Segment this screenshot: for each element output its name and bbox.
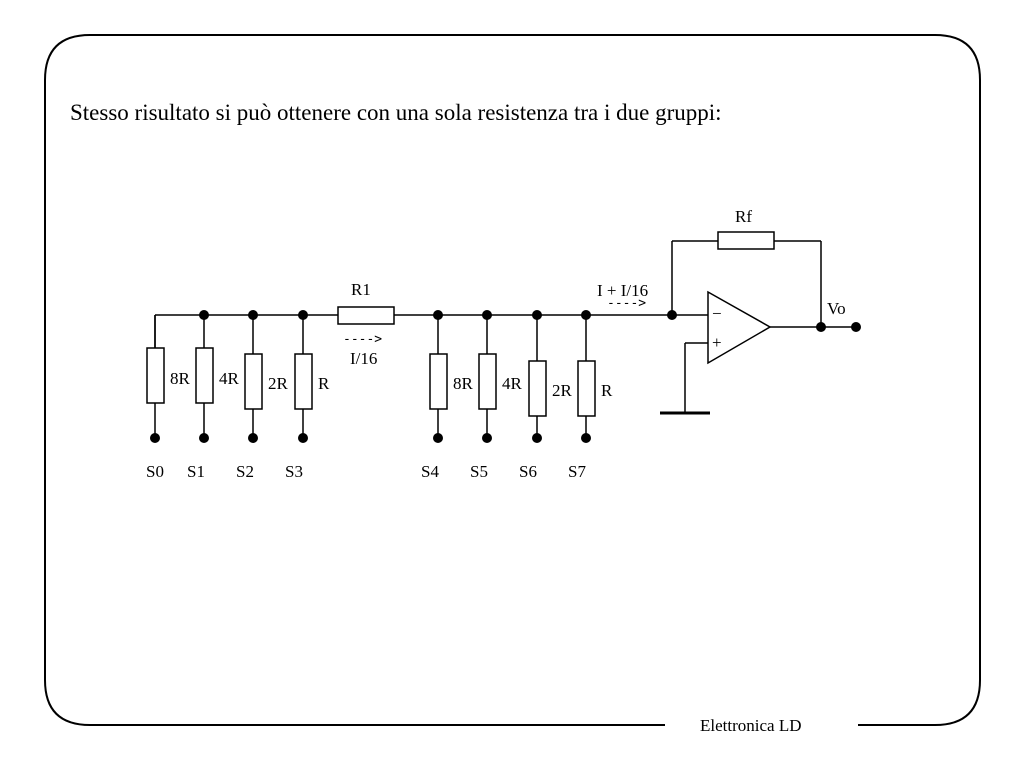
resistor-label: R	[601, 381, 613, 400]
switch-terminal-s0	[150, 433, 160, 443]
junction-dot	[433, 310, 443, 320]
switch-terminal-s5	[482, 433, 492, 443]
resistor-label: 2R	[268, 374, 289, 393]
vo-label: Vo	[827, 299, 846, 318]
ground-connection	[660, 342, 710, 415]
switch-label: S5	[470, 462, 488, 481]
opamp-plus-sign: +	[712, 333, 722, 352]
resistor-r1	[337, 306, 395, 325]
switch-label: S2	[236, 462, 254, 481]
opamp-symbol	[707, 290, 772, 365]
sum-current-arrow: ---->	[607, 296, 646, 311]
sum-current-label: I + I/16	[597, 281, 648, 300]
feedback-loop	[671, 231, 822, 327]
junction-dot	[581, 310, 591, 320]
switch-label: S4	[421, 462, 439, 481]
switch-label: S0	[146, 462, 164, 481]
junction-dot	[298, 310, 308, 320]
resistor-label: 4R	[502, 374, 523, 393]
opamp-minus-sign: −	[712, 304, 722, 323]
resistor-2r-group2	[528, 315, 547, 438]
link-current-arrow: ---->	[343, 332, 382, 347]
switch-terminal-s2	[248, 433, 258, 443]
switch-terminal-s6	[532, 433, 542, 443]
resistor-8r-group1	[146, 315, 165, 438]
resistor-4r-group2	[478, 315, 497, 438]
resistor-label: 8R	[170, 369, 191, 388]
junction-dot	[816, 322, 826, 332]
resistor-label: 2R	[552, 381, 573, 400]
resistor-label: 4R	[219, 369, 240, 388]
junction-dot	[532, 310, 542, 320]
link-current-label: I/16	[350, 349, 377, 368]
output-terminal	[851, 322, 861, 332]
resistor-r-group1	[294, 315, 313, 438]
junction-dot	[248, 310, 258, 320]
resistor-4r-group1	[195, 315, 214, 438]
switch-label: S6	[519, 462, 537, 481]
switch-terminal-s7	[581, 433, 591, 443]
junction-dot	[199, 310, 209, 320]
junction-dot	[482, 310, 492, 320]
switch-label: S7	[568, 462, 586, 481]
switch-label: S3	[285, 462, 303, 481]
resistor-2r-group1	[244, 315, 263, 438]
r1-label: R1	[351, 280, 371, 299]
switch-terminal-s3	[298, 433, 308, 443]
switch-terminal-s1	[199, 433, 209, 443]
footer-label: Elettronica LD	[700, 716, 802, 735]
resistor-label: R	[318, 374, 330, 393]
slide-heading: Stesso risultato si può ottenere con una…	[70, 100, 722, 125]
switch-terminal-s4	[433, 433, 443, 443]
resistor-r-group2	[577, 315, 596, 438]
resistor-label: 8R	[453, 374, 474, 393]
junction-dot	[667, 310, 677, 320]
switch-label: S1	[187, 462, 205, 481]
rf-label: Rf	[735, 207, 752, 226]
resistor-8r-group2	[429, 315, 448, 438]
